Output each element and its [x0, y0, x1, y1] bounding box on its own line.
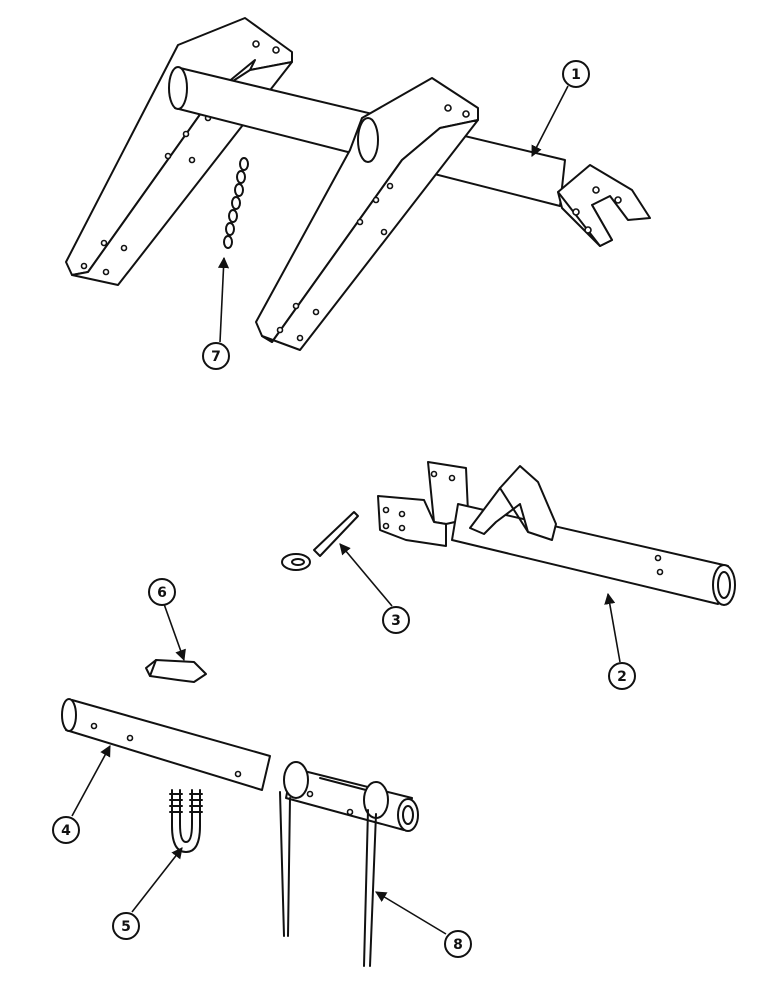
callout-1: 1 [531, 60, 590, 157]
callout-2: 2 [604, 592, 636, 690]
chain-part [223, 157, 249, 249]
callout-7: 7 [202, 256, 230, 370]
hitch-pin-part [281, 511, 359, 571]
callout-4: 4 [52, 745, 111, 844]
end-clevis-bracket [557, 164, 651, 247]
extension-tube-part [61, 698, 271, 791]
callout-5: 5 [112, 847, 183, 940]
shank-assembly-part [279, 761, 419, 967]
toolbar-frame-part [65, 17, 651, 351]
wear-pad-part [145, 659, 207, 683]
svg-text:7: 7 [211, 349, 221, 365]
drawbar-tube-part [377, 461, 736, 606]
callout-6: 6 [148, 578, 186, 662]
svg-text:4: 4 [61, 823, 71, 839]
svg-text:5: 5 [121, 919, 131, 935]
svg-text:1: 1 [571, 67, 581, 83]
callout-8: 8 [375, 891, 472, 958]
left-mount-bracket [65, 17, 293, 286]
svg-text:2: 2 [617, 669, 627, 685]
callout-3: 3 [339, 543, 410, 634]
u-bolt-part [169, 789, 203, 853]
right-mount-bracket [255, 77, 479, 351]
svg-text:3: 3 [391, 613, 401, 629]
svg-text:6: 6 [157, 585, 167, 601]
svg-text:8: 8 [453, 937, 463, 953]
